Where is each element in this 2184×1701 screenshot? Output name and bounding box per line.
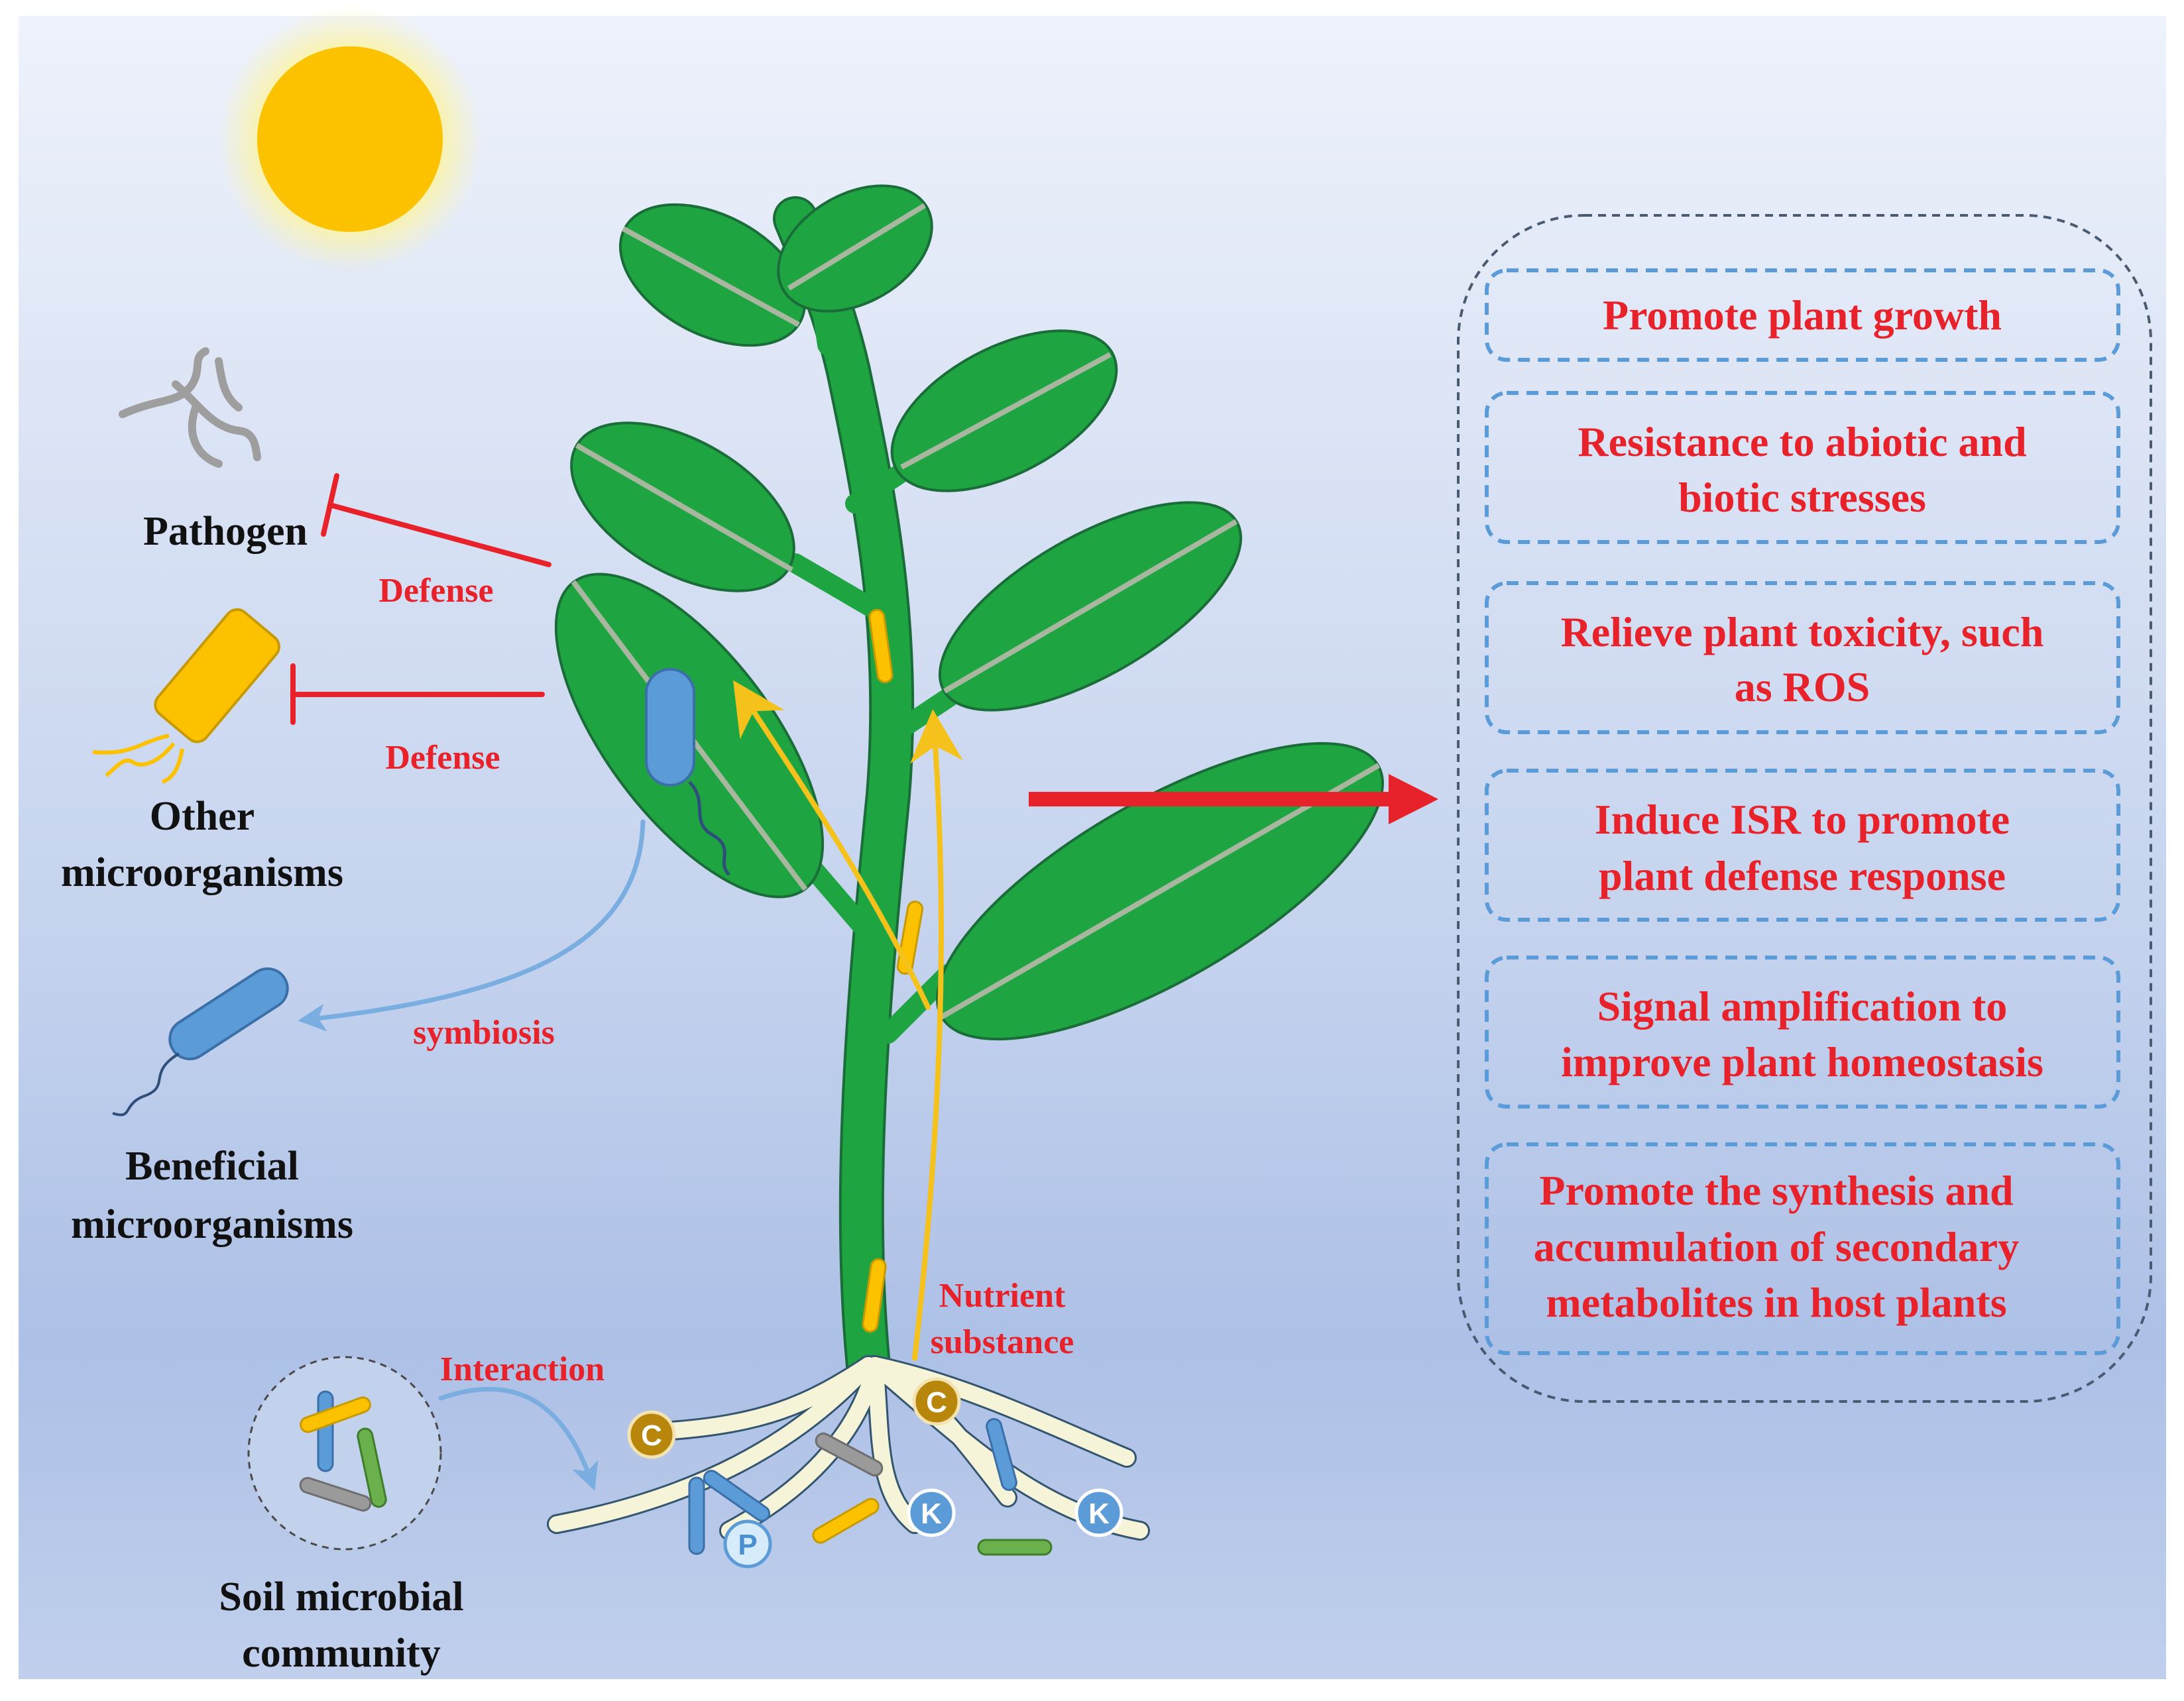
leaf-top-left [618, 203, 807, 347]
effect-box-4: Signal amplification to improve plant ho… [1485, 956, 2120, 1109]
effect-box-1: Resistance to abiotic and biotic stresse… [1485, 391, 2120, 544]
effect-5-line-1: accumulation of secondary [1534, 1223, 2019, 1270]
nutrient-phosphorus: P [723, 1519, 772, 1568]
effect-4-line-0: Signal amplification to [1597, 983, 2008, 1030]
symbiosis-arrow [298, 819, 646, 1032]
nutrient-carbon-1: C [627, 1410, 676, 1459]
interaction-label: Interaction [440, 1350, 604, 1388]
effect-3-line-0: Induce ISR to promote [1595, 796, 2010, 843]
defense-label-2: Defense [385, 739, 500, 777]
nutrient-substance-label-line1: Nutrient [939, 1277, 1066, 1315]
pathogen-icon [119, 347, 261, 468]
root-microbes [688, 1417, 1053, 1556]
leaf-lower-right [936, 741, 1384, 1041]
interaction-arrow [438, 1386, 599, 1491]
sun-icon [217, 7, 483, 272]
nutrient-carbon-2: C [912, 1377, 961, 1426]
endophyte-in-leaf [645, 668, 730, 876]
effect-1-line-0: Resistance to abiotic and [1578, 418, 2026, 465]
defense-inhibit-other [290, 663, 545, 725]
symbiosis-label: symbiosis [413, 1014, 555, 1052]
effect-box-3: Induce ISR to promote plant defense resp… [1485, 769, 2120, 922]
effect-3-line-1: plant defense response [1599, 852, 2006, 899]
nutrient-potassium-2: K [1074, 1488, 1123, 1537]
defense-label-1: Defense [378, 572, 493, 610]
nutrient-arrows [733, 680, 963, 1361]
effect-5-line-0: Promote the synthesis and [1539, 1167, 2013, 1214]
other-microorganisms-label-line1: Other [150, 794, 255, 839]
leaf-upper-left [570, 421, 795, 592]
nutrient-potassium-2-label: K [1088, 1498, 1110, 1530]
soil-community-circle [247, 1356, 442, 1551]
nutrient-potassium-1-label: K [921, 1498, 942, 1530]
effects-panel [1457, 214, 2152, 1403]
beneficial-microorganisms-label-line2: microorganisms [71, 1202, 353, 1247]
nutrient-potassium-1: K [907, 1488, 956, 1537]
leaf-upper-right [890, 329, 1118, 492]
soil-community-label-line2: community [242, 1631, 441, 1676]
pathogen-label: Pathogen [143, 509, 308, 554]
effect-5-line-2: metabolites in host plants [1546, 1279, 2006, 1326]
nutrient-substance-label-line2: substance [931, 1323, 1074, 1361]
plant-leaves [554, 184, 1384, 1041]
other-microorganisms-label-line2: microorganisms [61, 850, 343, 895]
effects-arrow [1029, 774, 1438, 824]
effect-box-0: Promote plant growth [1485, 268, 2120, 362]
nutrient-phosphorus-label: P [738, 1529, 757, 1561]
nutrient-carbon-1-label: C [641, 1419, 662, 1452]
effect-box-5: Promote the synthesis and accumulation o… [1485, 1142, 2120, 1355]
leaf-middle-right [939, 501, 1242, 712]
beneficial-microbe-icon [112, 967, 289, 1117]
beneficial-microorganisms-label-line1: Beneficial [125, 1144, 299, 1189]
effect-0-line-0: Promote plant growth [1603, 292, 2002, 339]
leaf-top-right [777, 184, 933, 313]
effect-2-line-1: as ROS [1735, 663, 1870, 710]
effect-4-line-1: improve plant homeostasis [1561, 1038, 2043, 1085]
soil-community-label-line1: Soil microbial [219, 1574, 463, 1619]
defense-inhibit-pathogen [321, 473, 551, 567]
effect-2-line-0: Relieve plant toxicity, such [1561, 608, 2044, 655]
nutrient-carbon-2-label: C [926, 1386, 947, 1419]
effect-1-line-1: biotic stresses [1678, 474, 1926, 521]
effect-box-2: Relieve plant toxicity, such as ROS [1485, 581, 2120, 734]
other-microbe-icon [92, 608, 280, 784]
